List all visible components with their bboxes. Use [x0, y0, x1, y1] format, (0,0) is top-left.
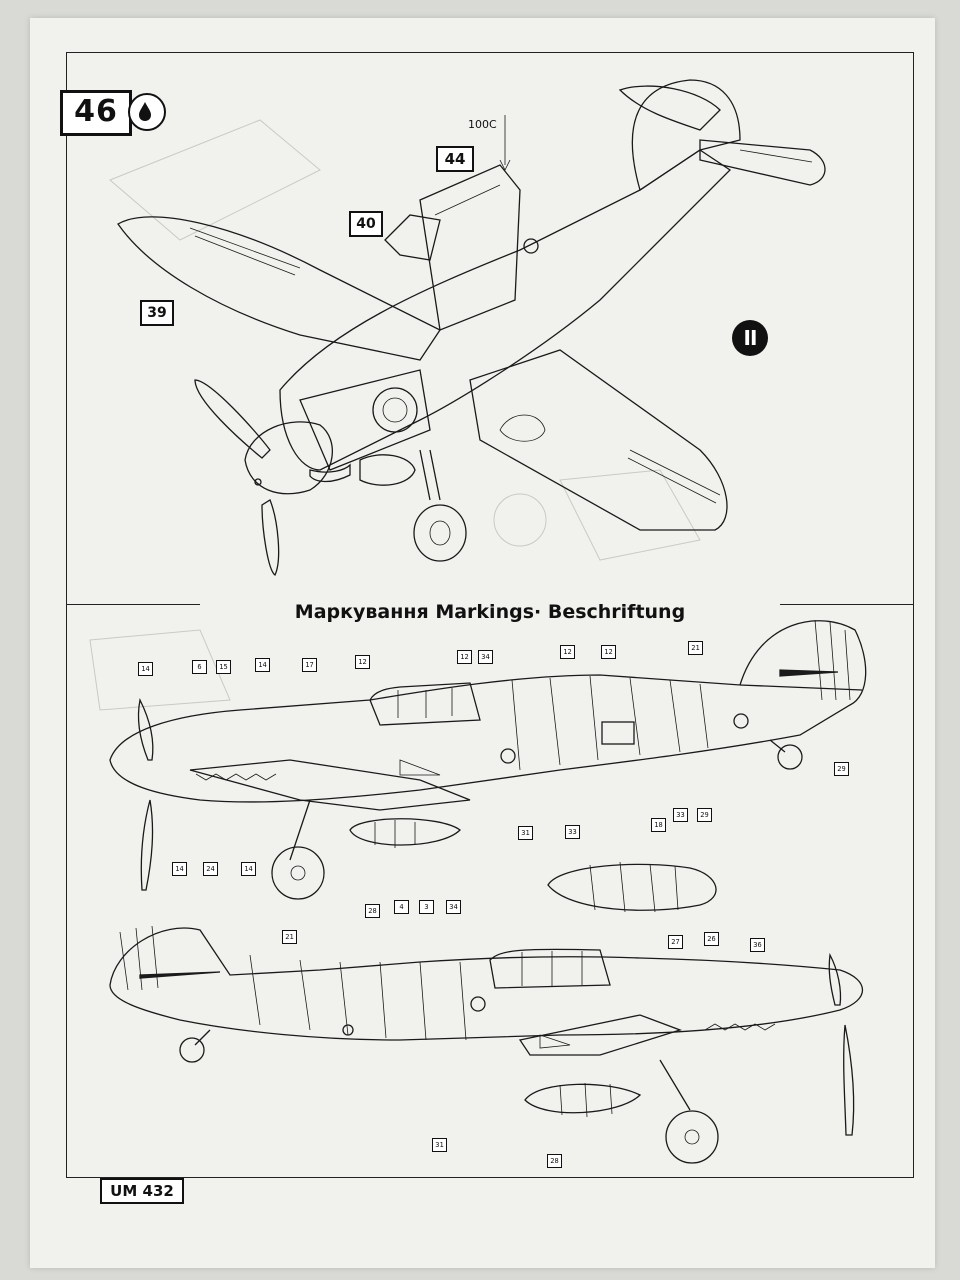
- callout-lower: 28: [547, 1154, 562, 1168]
- part-label-44: 44: [436, 146, 474, 172]
- callout-upper: 14: [172, 862, 187, 876]
- paint-drop-icon: [128, 93, 166, 131]
- part-label-39: 39: [140, 300, 174, 326]
- callout-upper: 14: [241, 862, 256, 876]
- callout-drop-tank: 27: [668, 935, 683, 949]
- callout-upper: 31: [518, 826, 533, 840]
- callout-upper: 33: [565, 825, 580, 839]
- drop-glyph-icon: [139, 102, 151, 121]
- callout-upper: 28: [365, 904, 380, 918]
- kit-code: UM 432: [100, 1178, 184, 1204]
- callout-upper: 12: [457, 650, 472, 664]
- drop-tank-view: [547, 861, 717, 913]
- callout-upper: 24: [203, 862, 218, 876]
- callout-lower: 3: [419, 900, 434, 914]
- callout-upper: 14: [255, 658, 270, 672]
- callout-upper: 6: [192, 660, 207, 674]
- markings-title: Маркування Markings· Beschriftung: [200, 598, 780, 626]
- callout-upper: 33: [673, 808, 688, 822]
- callout-upper: 12: [601, 645, 616, 659]
- assembly-view: [117, 79, 826, 576]
- callout-upper: 21: [688, 641, 703, 655]
- bleed-through-ghost: [89, 119, 701, 711]
- callout-lower: 31: [432, 1138, 447, 1152]
- callout-upper: 17: [302, 658, 317, 672]
- callout-upper: 14: [138, 662, 153, 676]
- step-number: 46: [60, 90, 132, 136]
- callout-drop-tank: 26: [704, 932, 719, 946]
- instruction-sheet: [30, 18, 935, 1268]
- callout-upper: 29: [697, 808, 712, 822]
- side-view-lower: [109, 925, 864, 1164]
- callout-upper: 18: [651, 818, 666, 832]
- callout-lower: 34: [446, 900, 461, 914]
- part-label-100c: 100C: [468, 118, 497, 131]
- variant-badge: II: [732, 320, 768, 356]
- callout-lower: 36: [750, 938, 765, 952]
- callout-upper: 12: [355, 655, 370, 669]
- callout-upper: 34: [478, 650, 493, 664]
- callout-lower: 21: [282, 930, 297, 944]
- callout-lower: 4: [394, 900, 409, 914]
- side-view-upper: [109, 619, 867, 900]
- part-label-40: 40: [349, 211, 383, 237]
- page-frame: [66, 52, 914, 1178]
- callout-upper: 29: [834, 762, 849, 776]
- callout-upper: 12: [560, 645, 575, 659]
- callout-upper: 15: [216, 660, 231, 674]
